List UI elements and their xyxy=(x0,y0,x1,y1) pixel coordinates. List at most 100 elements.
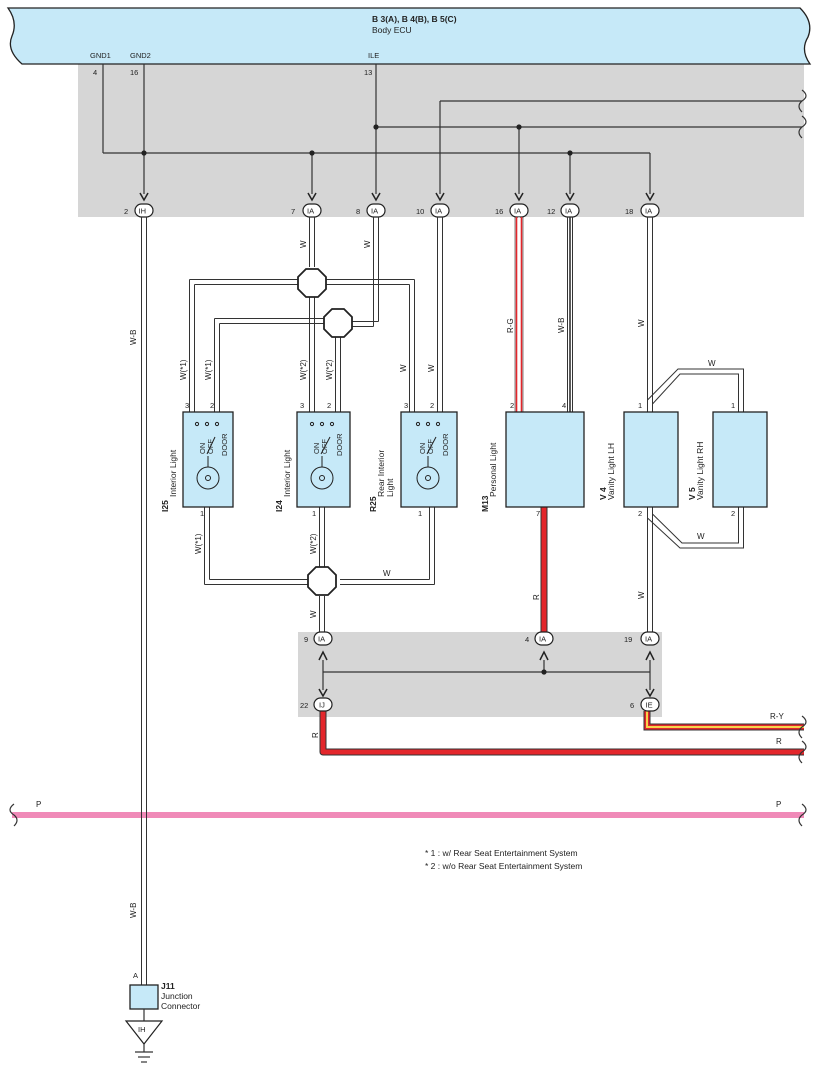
svg-text:R25: R25 xyxy=(368,496,378,512)
svg-text:W(*1): W(*1) xyxy=(194,533,203,554)
svg-text:W-B: W-B xyxy=(129,330,138,345)
svg-text:IJ: IJ xyxy=(319,701,325,710)
svg-text:I24: I24 xyxy=(274,500,284,512)
wire-ry xyxy=(643,711,804,731)
svg-text:IA: IA xyxy=(318,635,325,644)
svg-text:W: W xyxy=(363,240,372,248)
svg-text:R: R xyxy=(532,594,541,600)
ecu-pin-number-ile: 13 xyxy=(364,68,372,77)
svg-text:1: 1 xyxy=(731,401,735,410)
svg-text:OFF: OFF xyxy=(206,439,215,454)
svg-text:DOOR: DOOR xyxy=(441,433,450,456)
junction-connector-j11: A J11 Junction Connector xyxy=(129,971,200,1021)
wire-wb-personal xyxy=(567,217,573,412)
svg-text:IE: IE xyxy=(646,701,653,710)
svg-text:IA: IA xyxy=(565,207,572,216)
component-i24-interior-light: ON OFF DOOR 3 2 1 I24 Interior Light xyxy=(274,401,351,518)
svg-text:W: W xyxy=(299,240,308,248)
svg-text:W: W xyxy=(708,359,716,368)
svg-text:2: 2 xyxy=(430,401,434,410)
svg-text:P: P xyxy=(36,800,41,809)
svg-text:OFF: OFF xyxy=(320,439,329,454)
svg-text:W: W xyxy=(309,610,318,618)
svg-text:IH: IH xyxy=(138,1025,146,1034)
ecu-pin-ile: ILE xyxy=(368,51,379,60)
top-connectors: IH 2 IA 7 IA 8 IA 10 IA 16 xyxy=(124,192,660,218)
svg-text:1: 1 xyxy=(418,509,422,518)
svg-text:4: 4 xyxy=(525,635,529,644)
svg-text:* 2 : w/o Rear Seat Entertainm: * 2 : w/o Rear Seat Entertainment System xyxy=(425,861,582,871)
connector-ia-7: IA 7 xyxy=(291,192,322,218)
svg-text:1: 1 xyxy=(200,509,204,518)
wire-rg xyxy=(514,217,524,412)
svg-text:W: W xyxy=(637,319,646,327)
wire-splices xyxy=(297,268,353,596)
svg-text:R: R xyxy=(311,732,320,738)
wire-wb-ground xyxy=(141,217,147,985)
svg-text:3: 3 xyxy=(185,401,189,410)
connector-ia-9: IA 9 xyxy=(304,631,333,661)
svg-text:22: 22 xyxy=(300,701,308,710)
svg-text:2: 2 xyxy=(210,401,214,410)
svg-text:ON: ON xyxy=(418,443,427,454)
svg-text:W(*2): W(*2) xyxy=(299,359,308,380)
svg-text:Interior Light: Interior Light xyxy=(168,449,178,497)
svg-text:7: 7 xyxy=(291,207,295,216)
svg-text:DOOR: DOOR xyxy=(220,433,229,456)
connector-ia-18: IA 18 xyxy=(625,192,660,218)
svg-text:2: 2 xyxy=(731,509,735,518)
svg-text:IA: IA xyxy=(645,635,652,644)
svg-text:IA: IA xyxy=(645,207,652,216)
wire-labels: W-B W-B W W W(*1) W(*1) W(*2) W(*2) W W … xyxy=(36,240,784,918)
svg-text:Light: Light xyxy=(385,478,395,497)
svg-text:2: 2 xyxy=(124,207,128,216)
continuation-marks xyxy=(9,715,807,827)
svg-text:I25: I25 xyxy=(160,500,170,512)
svg-text:12: 12 xyxy=(547,207,555,216)
svg-text:IA: IA xyxy=(307,207,314,216)
svg-text:2: 2 xyxy=(638,509,642,518)
svg-text:IA: IA xyxy=(514,207,521,216)
svg-text:W-B: W-B xyxy=(129,903,138,918)
svg-text:W: W xyxy=(427,364,436,372)
ecu-title: B 3(A), B 4(B), B 5(C) xyxy=(372,14,457,24)
svg-text:IH: IH xyxy=(139,207,147,216)
svg-text:2: 2 xyxy=(327,401,331,410)
svg-text:1: 1 xyxy=(312,509,316,518)
svg-text:Connector: Connector xyxy=(161,1001,200,1011)
wire-r-red xyxy=(319,507,804,756)
ecu-pin-number-gnd1: 4 xyxy=(93,68,97,77)
svg-text:IA: IA xyxy=(435,207,442,216)
svg-text:10: 10 xyxy=(416,207,424,216)
svg-text:* 1 : w/ Rear Seat Entertainme: * 1 : w/ Rear Seat Entertainment System xyxy=(425,848,578,858)
svg-text:M13: M13 xyxy=(480,495,490,512)
svg-text:3: 3 xyxy=(300,401,304,410)
svg-text:W: W xyxy=(637,591,646,599)
component-i25-interior-light: ON OFF DOOR 3 2 1 I25 Interior Light xyxy=(160,401,234,518)
ecu-pin-number-gnd2: 16 xyxy=(130,68,138,77)
svg-text:W-B: W-B xyxy=(557,318,566,333)
svg-text:16: 16 xyxy=(495,207,503,216)
svg-text:R-Y: R-Y xyxy=(770,712,784,721)
svg-text:ON: ON xyxy=(198,443,207,454)
svg-text:18: 18 xyxy=(625,207,633,216)
splice-3 xyxy=(307,566,337,596)
component-m13-personal-light: 2 4 7 M13 Personal Light xyxy=(480,401,585,518)
bus-junction-dot xyxy=(541,669,547,675)
svg-text:4: 4 xyxy=(562,401,566,410)
svg-text:6: 6 xyxy=(630,701,634,710)
svg-text:W(*1): W(*1) xyxy=(179,359,188,380)
svg-text:W(*2): W(*2) xyxy=(325,359,334,380)
ecu-name: Body ECU xyxy=(372,25,412,35)
svg-text:IA: IA xyxy=(539,635,546,644)
ground-ih: IH xyxy=(124,1020,164,1063)
svg-text:W: W xyxy=(399,364,408,372)
svg-text:ON: ON xyxy=(312,443,321,454)
body-ecu-banner: B 3(A), B 4(B), B 5(C) Body ECU GND1 GND… xyxy=(6,7,812,65)
svg-text:IA: IA xyxy=(371,207,378,216)
svg-text:1: 1 xyxy=(638,401,642,410)
connector-ia-19: IA 19 xyxy=(624,631,660,661)
svg-text:7: 7 xyxy=(536,509,540,518)
svg-text:Vanity Light LH: Vanity Light LH xyxy=(606,443,616,500)
